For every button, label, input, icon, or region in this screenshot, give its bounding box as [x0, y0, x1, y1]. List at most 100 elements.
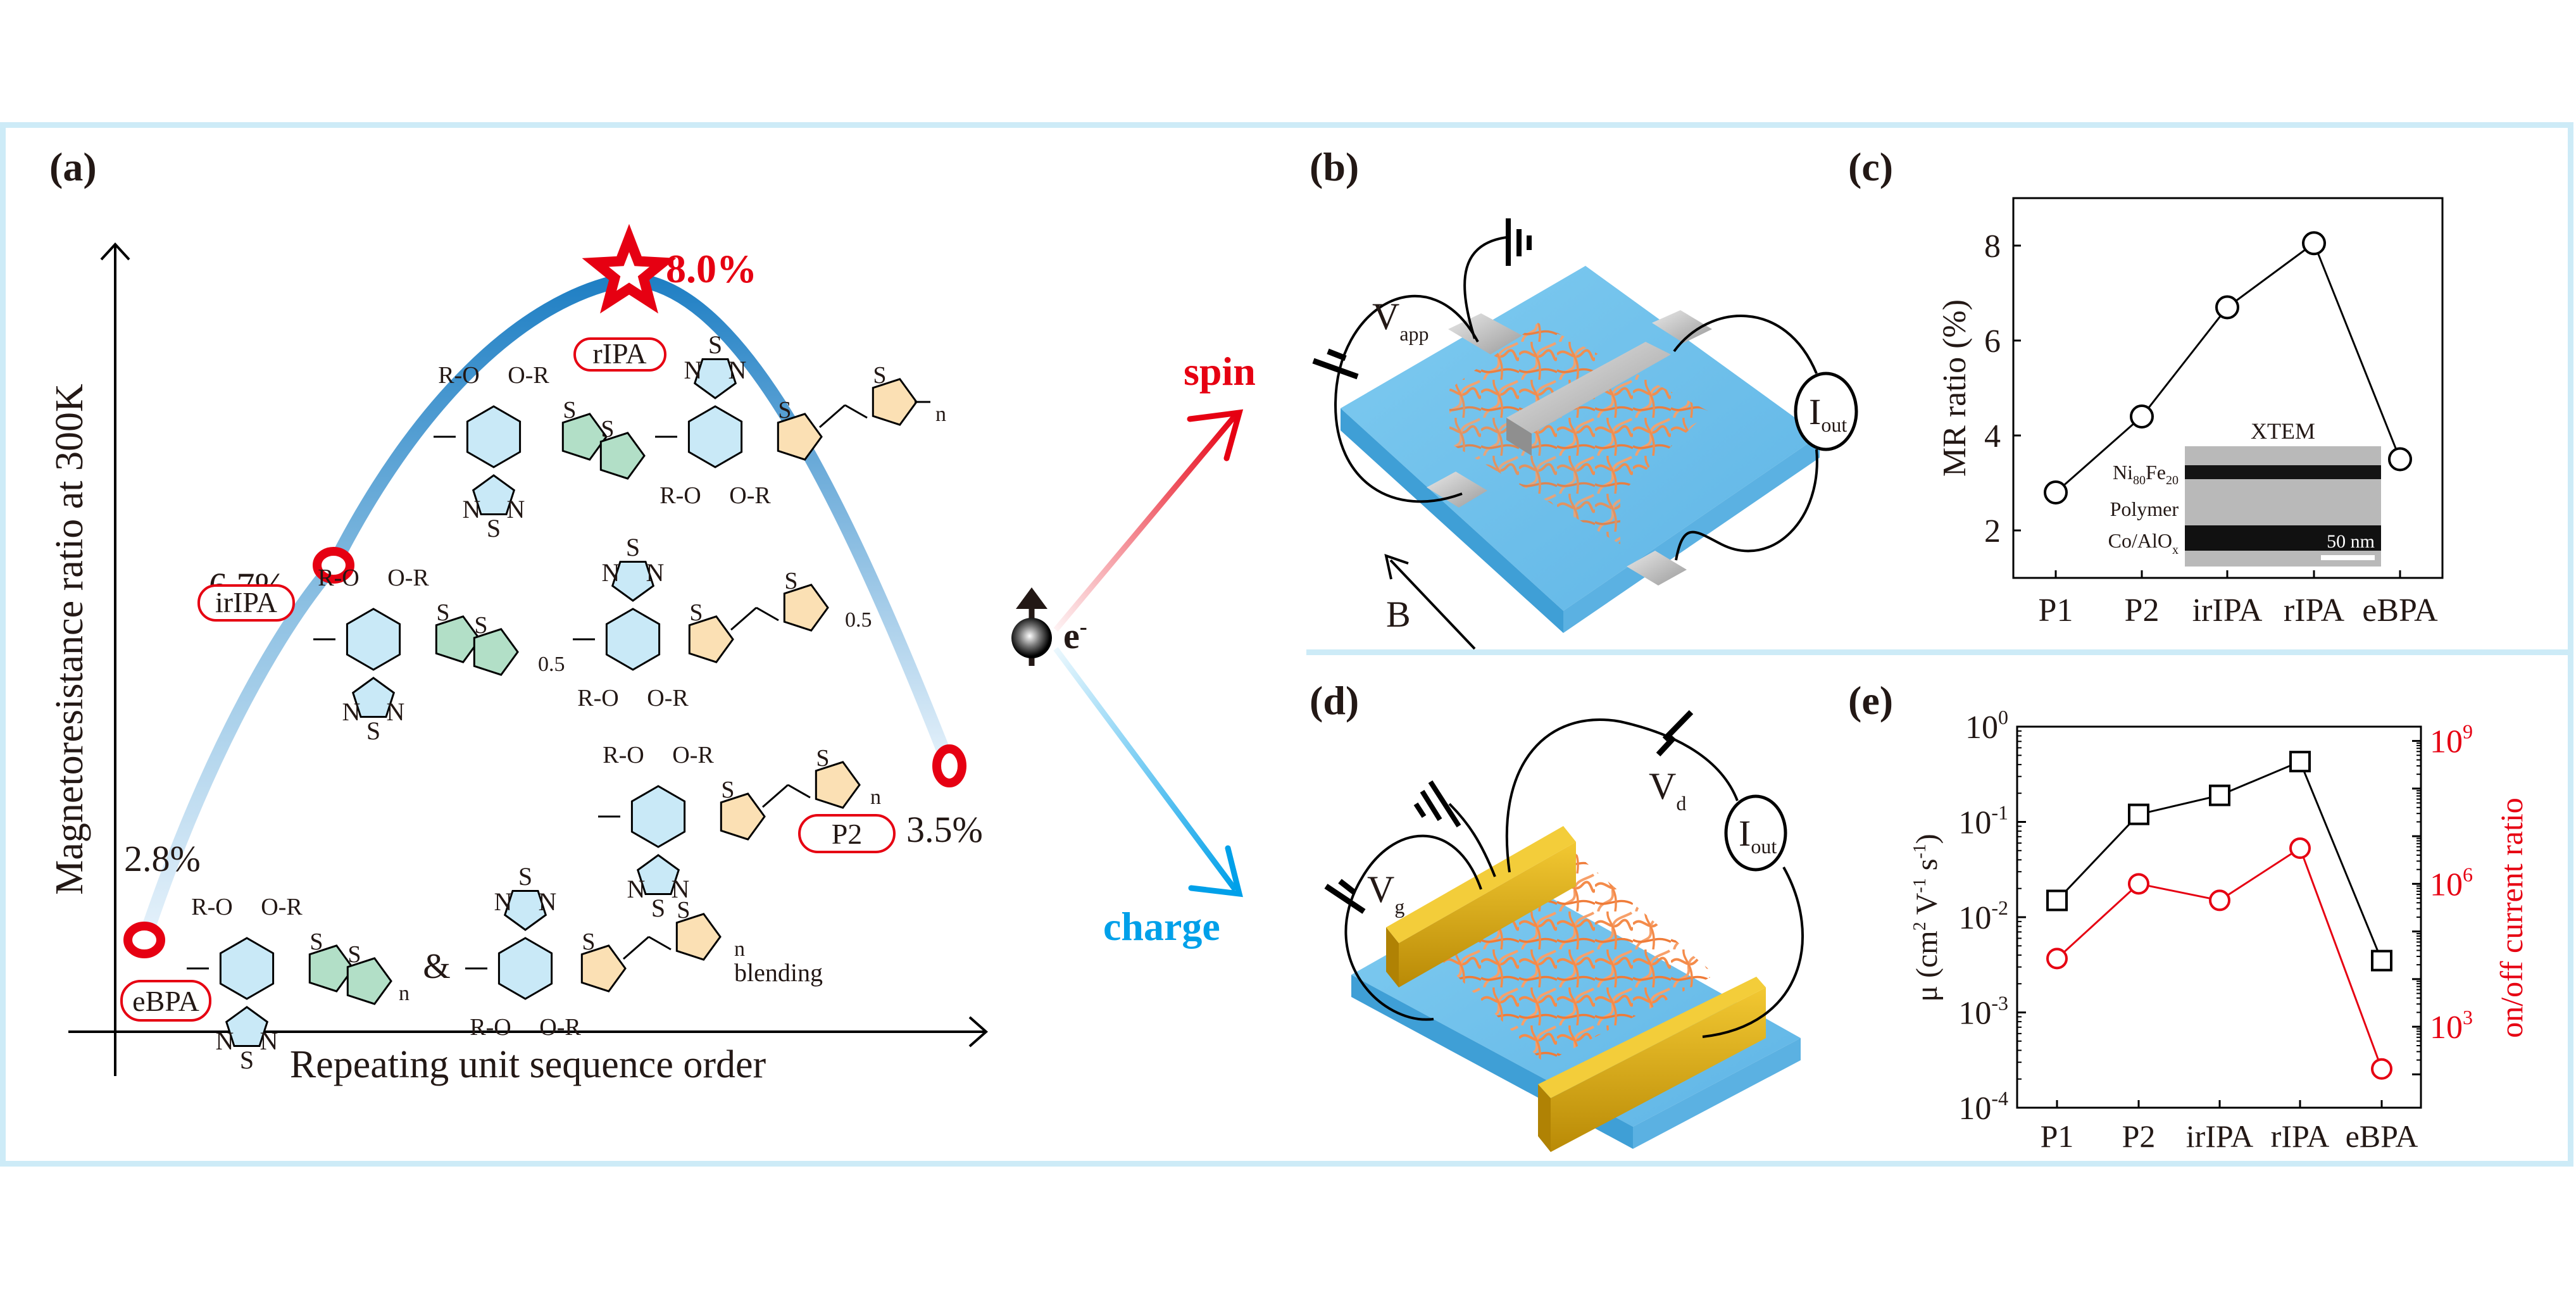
wire-iout — [1702, 867, 1804, 1038]
substituent-ro: R-O — [660, 482, 701, 509]
inset-title: XTEM — [2251, 418, 2315, 444]
atom-n: N — [342, 698, 361, 726]
y-tick-label: 4 — [1984, 418, 2001, 454]
wire-iout-top — [1673, 315, 1818, 374]
spin-label: spin — [1184, 349, 1256, 394]
spin-arrow-head — [1187, 409, 1244, 461]
mobility-point-eBPA — [2371, 949, 2392, 972]
name-box-ripa: rIPA — [573, 337, 666, 372]
mr-trend-curve-falling — [622, 272, 956, 773]
benzothiadiazole-ring — [219, 937, 275, 1000]
y-tick-label: 10-1 — [1958, 801, 2008, 841]
magnetic-field-arrowhead — [1384, 553, 1409, 580]
thienothiophene-ring-2 — [473, 628, 519, 676]
value-label-ripa: 8.0% — [666, 246, 757, 291]
marker-p2 — [932, 744, 966, 787]
ground-icon-long — [1428, 780, 1461, 828]
atom-n: N — [684, 356, 703, 384]
onoff-point-P2 — [2128, 873, 2149, 895]
marker-ebpa — [123, 922, 165, 958]
battery-icon-vapp-short — [1327, 348, 1347, 361]
y-tick-label: 10-2 — [1958, 896, 2008, 936]
atom-n: N — [539, 887, 557, 916]
plot-frame — [2016, 725, 2422, 1109]
x-tick-label: irIPA — [2186, 1118, 2254, 1154]
iout-label: Iout — [1809, 391, 1847, 436]
gold-electrode-front — [1399, 842, 1576, 987]
bond — [730, 606, 757, 631]
spin-charge-diagram: spin charge e- — [1011, 349, 1256, 949]
x-tick-label: irIPA — [2192, 592, 2263, 629]
wire-vapp — [1334, 294, 1479, 503]
mobility-point-irIPA — [2209, 784, 2230, 806]
bond — [819, 404, 846, 429]
onoff-point-eBPA — [2371, 1058, 2392, 1080]
y-axis-label: MR ratio (%) — [1937, 299, 1973, 477]
thiadiazole-ring — [611, 561, 655, 602]
y-axis-label: μ (cm2 V-1 s-1) — [1910, 834, 1944, 1001]
value-label-ebpa: 2.8% — [124, 838, 201, 879]
data-point-P1 — [2044, 480, 2068, 504]
benzothiadiazole-ring — [466, 405, 522, 468]
panel-a: Magnetoresistance ratio at 300K Repeatin… — [48, 223, 989, 1086]
x-tick-label: P2 — [2122, 1118, 2156, 1154]
panel-label-a: (a) — [49, 144, 97, 189]
subscript-n: n — [870, 786, 881, 809]
atom-n: N — [216, 1027, 234, 1055]
battery-icon-vg-long — [1324, 884, 1366, 914]
battery-icon-vg-short — [1338, 879, 1356, 895]
ground-icon-mid — [1420, 789, 1442, 822]
atom-n: N — [646, 558, 665, 587]
thiadiazole-ring — [472, 474, 516, 515]
atom-s: S — [626, 533, 640, 561]
atom-s: S — [309, 929, 323, 955]
atom-s: S — [347, 941, 361, 968]
bond — [787, 784, 811, 799]
thiadiazole-ring — [693, 358, 737, 399]
thienothiophene-ring-2 — [599, 432, 646, 480]
battery-icon-vd-short — [1656, 735, 1677, 757]
marker-iripa — [313, 547, 354, 584]
onoff-point-rIPA — [2289, 837, 2311, 860]
name-ebpa: eBPA — [132, 985, 199, 1017]
onoff-point-P1 — [2046, 948, 2068, 970]
atom-s: S — [816, 745, 829, 772]
bond — [648, 936, 672, 951]
substituent-ro: R-O — [577, 685, 618, 711]
atom-s: S — [651, 894, 665, 922]
inset-layer-label-nife: Ni80Fe20 — [2113, 461, 2179, 487]
substituent-or: O-R — [539, 1014, 581, 1041]
substituent-or: O-R — [261, 894, 303, 920]
name-iripa: irIPA — [215, 586, 277, 618]
b-field-label: B — [1386, 594, 1411, 635]
substituent-or: O-R — [387, 565, 429, 591]
substrate-side-left — [1341, 408, 1563, 633]
y2-tick-label: 109 — [2430, 720, 2473, 760]
x-tick-label: eBPA — [2362, 592, 2438, 629]
wire-ground — [1448, 803, 1496, 877]
electrode-pad-left — [1427, 472, 1487, 508]
x-axis-arrowhead — [968, 1016, 989, 1048]
subscript-0-5: 0.5 — [538, 653, 565, 676]
series-line-onoff — [2056, 846, 2383, 1070]
y-axis-arrowhead — [100, 242, 130, 261]
subscript-n: n — [734, 937, 745, 961]
thiadiazole-ring — [503, 890, 547, 931]
x-tick-label: rIPA — [2284, 592, 2345, 629]
thiophene-ring — [815, 761, 861, 809]
atom-n: N — [387, 698, 405, 726]
wire-vd — [1505, 718, 1739, 873]
ground-icon-short — [1413, 802, 1427, 818]
y2-tick-label: 103 — [2430, 1006, 2473, 1046]
x-tick-label: P1 — [2039, 592, 2073, 629]
y-tick-label: 10-4 — [1958, 1087, 2008, 1127]
battery-icon-vd-long — [1662, 710, 1694, 742]
ammeter-icon — [1724, 794, 1787, 872]
thienothiophene-ring-2 — [346, 957, 392, 1005]
subscript-0-5: 0.5 — [845, 608, 872, 632]
thiophene-ring — [720, 792, 766, 841]
polymer-network — [1449, 323, 1709, 494]
blending-label: blending — [734, 958, 823, 987]
wire-vg — [1344, 834, 1482, 1021]
